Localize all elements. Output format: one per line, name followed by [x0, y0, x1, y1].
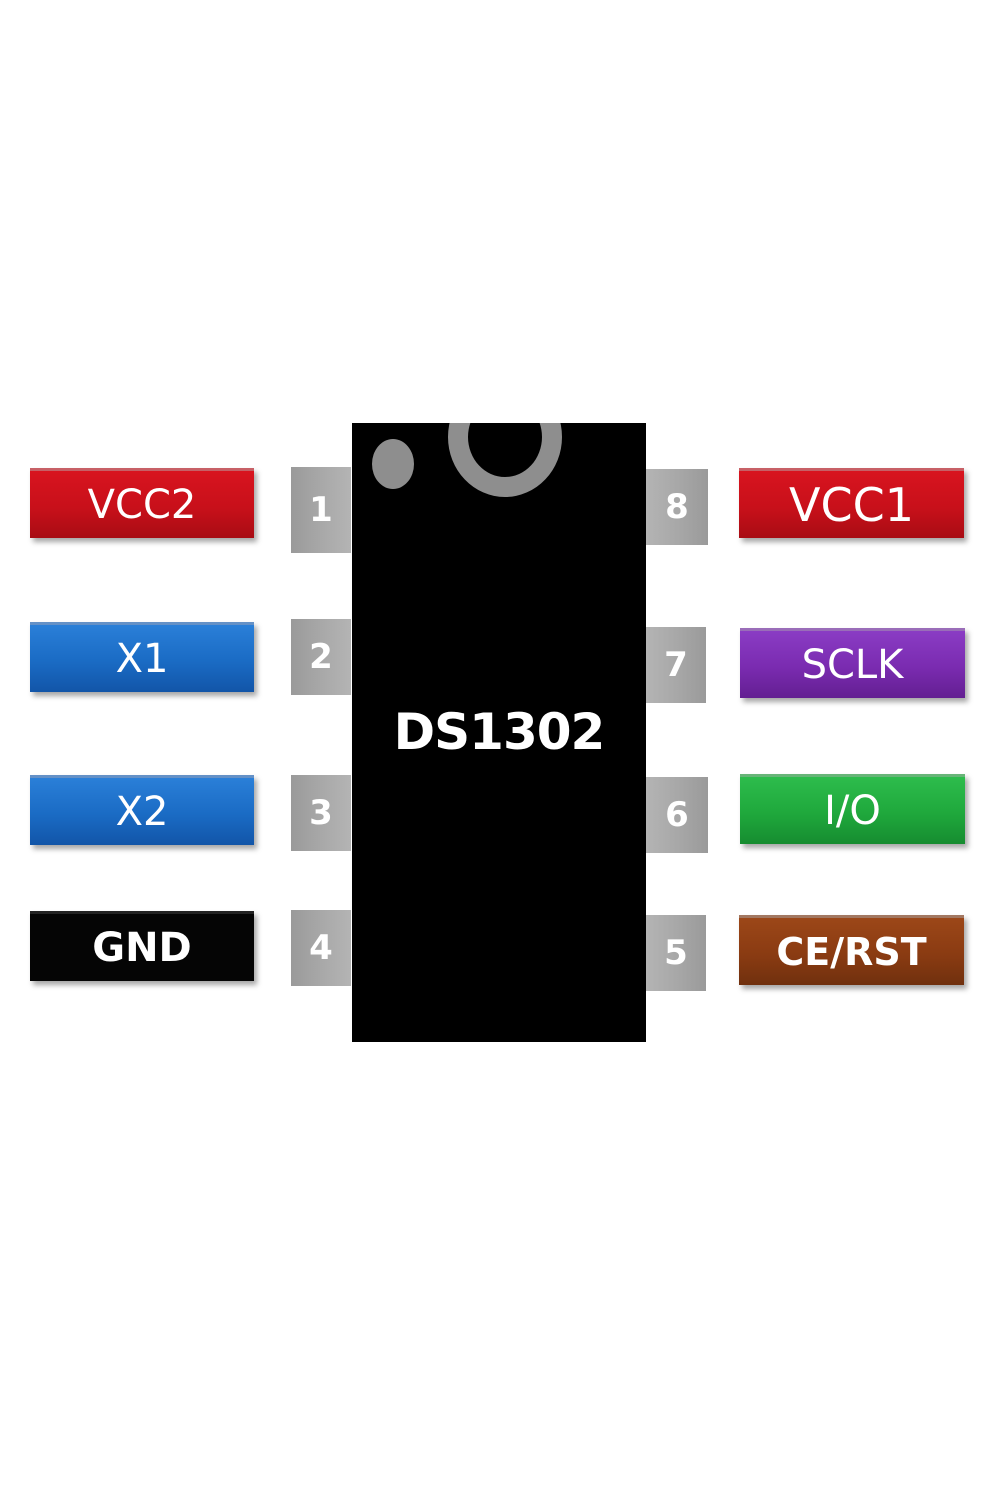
pin-label-vcc2: VCC2: [30, 468, 254, 538]
pin-number-4: 4: [291, 910, 351, 986]
ic-chip-body: DS1302: [352, 423, 646, 1042]
chip-name: DS1302: [393, 703, 606, 761]
pin-number-7: 7: [646, 627, 706, 703]
pin-label-io: I/O: [740, 774, 965, 844]
pin-label-sclk: SCLK: [740, 628, 965, 698]
pin1-indicator-dot: [372, 439, 414, 489]
pin-number-2: 2: [291, 619, 351, 695]
pin-number-5: 5: [646, 915, 706, 991]
pin-number-8: 8: [646, 469, 708, 545]
pin-label-vcc1: VCC1: [739, 468, 964, 538]
pin-number-6: 6: [646, 777, 708, 853]
pin-label-ce-rst: CE/RST: [739, 915, 964, 985]
pin-label-x1: X1: [30, 622, 254, 692]
notch-clip: [352, 423, 646, 1042]
pin-label-gnd: GND: [30, 911, 254, 981]
chip-orientation-notch: [448, 423, 562, 497]
pin-label-x2: X2: [30, 775, 254, 845]
pin-number-1: 1: [291, 467, 351, 553]
pin-number-3: 3: [291, 775, 351, 851]
